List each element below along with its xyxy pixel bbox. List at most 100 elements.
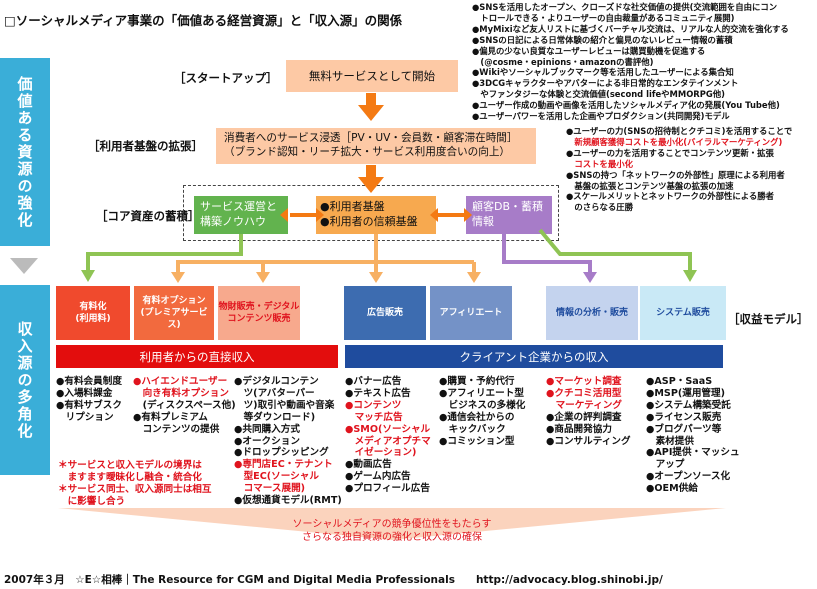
list-col-1: ●有料会員制度●入場料課金●有料サブスク リプション bbox=[56, 376, 122, 424]
list-item: 向き有料オプション bbox=[133, 387, 229, 399]
list-item: ツ)取引や動画や音楽 bbox=[234, 399, 335, 411]
arrow-head-2 bbox=[358, 177, 384, 193]
list-item: ●OEM供給 bbox=[646, 483, 698, 495]
list-item: ●入場料課金 bbox=[56, 387, 113, 399]
free-service-box: 無料サービスとして開始 bbox=[286, 60, 458, 92]
mid-notes: ●ユーザーの力(SNSの招待制とクチコミ)を活用することで 新規顧客獲得コストを… bbox=[566, 126, 817, 213]
list-item: ●アフィリエート型 bbox=[439, 387, 524, 399]
list-item: マッチ広告 bbox=[345, 411, 403, 423]
expand-sub: （ブランド認知・リーチ拡大・サービス利用度合いの向上） bbox=[224, 146, 511, 158]
revenue-box-6: 情報の分析・販売 bbox=[546, 286, 638, 340]
purple-line bbox=[502, 234, 592, 274]
page-title: □ソーシャルメディア事業の「価値ある経営資源」と「収入源」の関係 bbox=[4, 13, 403, 28]
note-line: ●MyMixiなど友人リストに基づくバーチャル交流は、リアルな人的交流を強化する bbox=[472, 23, 789, 34]
revenue-box-5: アフィリエート bbox=[430, 286, 512, 340]
green-line-right bbox=[538, 228, 692, 272]
bidir-arrow-left-head-b bbox=[316, 208, 324, 222]
expand-main: 消費者へのサービス浸透［PV・UV・会員数・顧客滞在時間］ bbox=[224, 132, 518, 144]
note-line: ●SNSを活用したオープン、クローズドな社交価値の提供(交流範囲を自由にコン bbox=[472, 2, 778, 12]
revenue-box-4: 広告販売 bbox=[344, 286, 426, 340]
note-line: ●偏見の少ない良質なユーザーレビューは購買動機を促進する bbox=[472, 45, 706, 56]
note-line: ●ユーザー作成の動画や画像を活用したソシャルメディア化の発展(You Tube他… bbox=[472, 100, 780, 111]
note-line: ●ユーザーの力を活用することでコンテンツ更新・拡張 bbox=[566, 147, 774, 158]
user-base-box: ●利用者基盤 ●利用者の信頼基盤 bbox=[316, 196, 436, 234]
revenue-box-3: 物財販売・デジタル コンテンツ販売 bbox=[218, 286, 300, 340]
list-item: ●MSP(運用管理) bbox=[646, 387, 726, 399]
list-col-5: ●購買・予約代行●アフィリエート型 ビジネスの多様化●通信会社からの キックバッ… bbox=[439, 376, 525, 447]
revenue-boxes: 有料化 (利用料)有料オプション (プレミアサービス)物財販売・デジタル コンテ… bbox=[56, 286, 738, 342]
list-item: (ディスクスペース他) bbox=[133, 399, 236, 411]
expand-box: 消費者へのサービス浸透［PV・UV・会員数・顧客滞在時間］ （ブランド認知・リー… bbox=[216, 128, 536, 164]
list-item: ●有料会員制度 bbox=[56, 376, 122, 387]
list-item: ●デジタルコンテン bbox=[234, 376, 319, 387]
list-item: コマース展開) bbox=[234, 483, 306, 495]
list-item: ●テキスト広告 bbox=[345, 387, 411, 399]
note-line: に影響し合う bbox=[58, 495, 126, 507]
list-item: ●ASP・SaaS bbox=[646, 376, 713, 387]
direct-revenue-banner: 利用者からの直接収入 bbox=[56, 345, 338, 368]
list-item: ●システム構築受託 bbox=[646, 399, 731, 411]
bottom-arrow-text: ソーシャルメディアの競争優位性をもたらす さらなる独自資源の強化と収入源の確保 bbox=[292, 519, 492, 543]
list-col-2: ●ハイエンドユーザー 向き有料オプション (ディスクスペース他)●有料プレミアム… bbox=[133, 376, 236, 436]
arrow-shaft-1 bbox=[366, 93, 376, 105]
note-line: やファンタジーな体験と交流価値(second lifeやMMORPG他) bbox=[472, 89, 725, 100]
note-line: のさらなる圧勝 bbox=[566, 202, 633, 213]
orange-line bbox=[176, 234, 378, 274]
note-line: トロールできる・よりユーザーの自由裁量があるコミュニティ展開) bbox=[472, 12, 735, 23]
list-col-4: ●バナー広告●テキスト広告●コンテンツ マッチ広告●SMO(ソーシャル メディア… bbox=[345, 376, 431, 495]
list-item: ●有料サブスク bbox=[56, 399, 122, 411]
note-line: ますます曖昧化し融合・統合化 bbox=[58, 471, 202, 483]
note-line: 新規顧客獲得コストを最小化(バイラルマーケティング) bbox=[566, 136, 783, 147]
note-line: ＊サービス同士、収入源同士は相互 bbox=[58, 483, 212, 495]
stage-core: ［コア資産の蓄積］ bbox=[96, 209, 200, 223]
stage-revenue-model: ［収益モデル］ bbox=[728, 312, 809, 326]
green-arrow-head-left bbox=[81, 270, 95, 282]
stage-expand: ［利用者基盤の拡張］ bbox=[88, 139, 203, 153]
note-line: ●SNSの日記による日常体験の紹介と偏見のないレビュー情報の蓄積 bbox=[472, 34, 733, 45]
list-item: ●ライセンス販売 bbox=[646, 411, 722, 423]
bidir-arrow-right bbox=[438, 213, 464, 217]
list-item: 等ダウンロード) bbox=[234, 411, 316, 423]
bottom-funnel-arrow bbox=[58, 508, 726, 540]
list-item: ●ハイエンドユーザー bbox=[133, 376, 228, 387]
arrow-shaft-2 bbox=[366, 165, 376, 177]
note-line: (@cosme・epinions・amazonの書評他) bbox=[472, 56, 654, 67]
list-item: ●有料プレミアム bbox=[133, 411, 208, 423]
list-item: ●購買・予約代行 bbox=[439, 376, 515, 387]
list-item: ●ブログパーツ等 bbox=[646, 423, 722, 435]
list-item: ●オークション bbox=[234, 435, 300, 447]
bidir-arrow-right-head-a bbox=[430, 208, 438, 222]
top-notes: ●SNSを活用したオープン、クローズドな社交価値の提供(交流範囲を自由にコン ト… bbox=[472, 2, 817, 122]
revenue-box-2: 有料オプション (プレミアサービス) bbox=[134, 286, 214, 340]
list-item: ●通信会社からの bbox=[439, 411, 515, 423]
revenue-box-7: システム販売 bbox=[640, 286, 726, 340]
bidir-arrow-right-head-b bbox=[464, 208, 472, 222]
list-item: マーケティング bbox=[546, 399, 622, 411]
client-revenue-banner: クライアント企業からの収入 bbox=[345, 345, 723, 368]
list-item: メディアオプチマ bbox=[345, 435, 431, 447]
list-item: コンテンツの提供 bbox=[133, 423, 220, 435]
sidebar-revenue-label: 収入源の多角化 bbox=[0, 285, 50, 475]
list-item: キックバック bbox=[439, 423, 506, 435]
list-item: ●コンテンツ bbox=[345, 399, 402, 411]
stage-startup: ［スタートアップ］ bbox=[174, 71, 278, 85]
arrow-head-1 bbox=[358, 105, 384, 121]
list-item: ●共同購入方式 bbox=[234, 423, 300, 435]
list-item: ●企業の評判調査 bbox=[546, 411, 622, 423]
list-item: ●仮想通貨モデル(RMT) bbox=[234, 495, 342, 507]
list-item: イゼーション) bbox=[345, 447, 417, 459]
list-col-3: ●デジタルコンテン ツ(アバターパー ツ)取引や動画や音楽 等ダウンロード)●共… bbox=[234, 376, 342, 507]
list-item: ●専門店EC・テナント bbox=[234, 459, 333, 471]
list-item: 型EC(ソーシャル bbox=[234, 471, 319, 483]
list-item: ●バナー広告 bbox=[345, 376, 402, 387]
bidir-arrow-left-head-a bbox=[280, 208, 288, 222]
red-note: ＊サービスと収入モデルの境界は ますます曖昧化し融合・統合化＊サービス同士、収入… bbox=[58, 460, 212, 508]
list-item: ビジネスの多様化 bbox=[439, 399, 526, 411]
list-item: 素材提供 bbox=[646, 435, 694, 447]
note-line: コストを最小化 bbox=[566, 158, 633, 169]
list-item: ●ゲーム内広告 bbox=[345, 471, 411, 483]
list-item: アップ bbox=[646, 459, 685, 471]
list-item: ●SMO(ソーシャル bbox=[345, 423, 431, 435]
list-item: ●マーケット調査 bbox=[546, 376, 622, 387]
